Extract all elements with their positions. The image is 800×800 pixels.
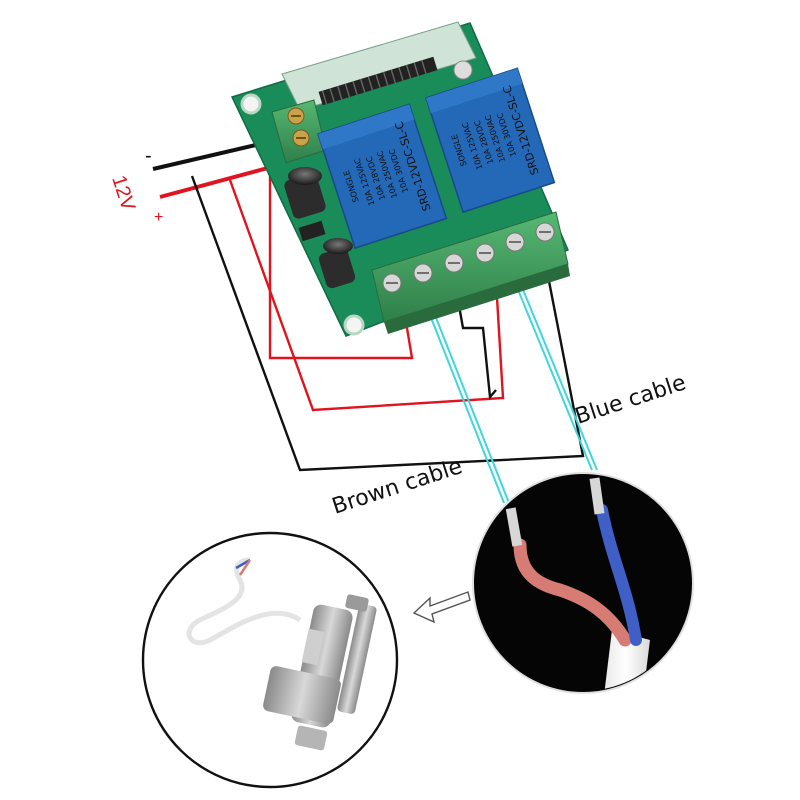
crystal: [453, 60, 473, 80]
brown-wire-tip: [505, 507, 523, 547]
red-loop-wire: [228, 179, 505, 412]
actuator-view: [141, 531, 399, 789]
receiver-module: [281, 21, 477, 111]
cable-sheath: [602, 630, 650, 691]
wiring: [152, 135, 598, 504]
brown-wire: [513, 538, 632, 647]
voltage-label: 12V: [107, 173, 139, 214]
brown-cable-signal-wire: [425, 304, 510, 504]
red-inner-wire: [268, 168, 414, 360]
capacitor: [318, 238, 356, 289]
capacitor: [284, 167, 326, 219]
blue-cable-label: Blue cable: [572, 370, 689, 429]
blue-wire: [596, 504, 642, 646]
actuator-cable: [186, 557, 302, 646]
actuator-rod: [337, 604, 377, 714]
blue-cable-signal-wire: [513, 279, 598, 471]
positive-label: +: [154, 209, 163, 226]
mounting-hole-bottom: [343, 314, 365, 336]
brown-cable-label: Brown cable: [329, 454, 465, 520]
black-inner-wire: [456, 299, 497, 400]
mounting-hole-top: [240, 93, 262, 115]
hollow-arrow-left-icon: [412, 591, 471, 624]
output-terminal: [371, 211, 570, 334]
relay-board: SONGLE 10A 125VAC 10A 28VDC 10A 250VAC 1…: [230, 21, 570, 337]
power-terminal: [271, 99, 327, 164]
blue-wire-tip: [589, 477, 605, 515]
chip: [298, 220, 326, 242]
negative-label: -: [145, 145, 152, 167]
black-loop-wire: [190, 175, 585, 472]
actuator-motor: [263, 666, 341, 724]
wire-closeup: [472, 472, 694, 694]
relay-2: SONGLE 10A 125VAC 10A 28VDC 10A 250VAC 1…: [425, 67, 556, 214]
